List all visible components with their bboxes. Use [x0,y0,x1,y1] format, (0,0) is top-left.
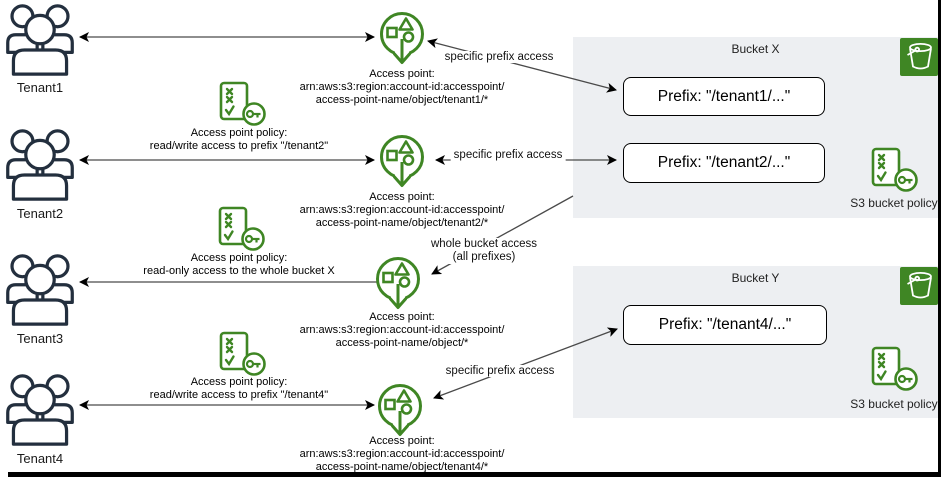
edge-label-whole-bucket: whole bucket access (all prefixes) [427,238,541,264]
access-point-text: Access point: arn:aws:s3:region:account-… [299,68,505,106]
s3-bucket-icon [900,38,938,76]
access-point-policy-text: Access point policy: read-only access to… [143,252,335,277]
access-point-icon [372,256,424,314]
access-point-icon [374,383,426,441]
tenant-label: Tenant2 [16,206,64,221]
s3-bucket-policy-label: S3 bucket policy [850,196,938,210]
edge-label-specific-prefix: specific prefix access [450,149,566,161]
bucket-x-panel [573,37,938,218]
tenant-label: Tenant3 [16,331,64,346]
prefix-box-tenant2: Prefix: "/tenant2/..." [623,143,825,183]
window-right-edge [938,0,941,477]
access-point-text: Access point: arn:aws:s3:region:account-… [299,435,505,473]
bucket-y-title: Bucket Y [731,271,780,285]
access-point-icon [376,134,428,192]
prefix-box-tenant4: Prefix: "/tenant4/..." [623,305,827,345]
edge-label-specific-prefix: specific prefix access [442,365,558,377]
users-group-icon [4,253,76,327]
edge-label-specific-prefix: specific prefix access [441,51,557,63]
tenant-label: Tenant1 [16,80,64,95]
policy-document-key-icon [219,81,267,127]
access-point-icon [376,11,428,69]
access-point-text: Access point: arn:aws:s3:region:account-… [299,191,505,229]
users-group-icon [4,373,76,447]
s3-bucket-policy-label: S3 bucket policy [850,397,938,411]
users-group-icon [4,3,76,77]
policy-document-key-icon [870,147,920,193]
access-point-policy-text: Access point policy: read/write access t… [149,376,329,401]
policy-document-key-icon [870,346,920,392]
policy-document-key-icon [218,206,266,252]
window-bottom-edge [8,472,941,477]
prefix-box-tenant1: Prefix: "/tenant1/..." [623,77,825,116]
s3-bucket-icon [900,267,938,305]
access-point-policy-text: Access point policy: read/write access t… [149,127,329,152]
access-point-text: Access point: arn:aws:s3:region:account-… [299,311,505,349]
bucket-x-title: Bucket X [731,42,780,56]
policy-document-key-icon [219,331,267,377]
users-group-icon [4,128,76,202]
tenant-label: Tenant4 [16,451,64,466]
